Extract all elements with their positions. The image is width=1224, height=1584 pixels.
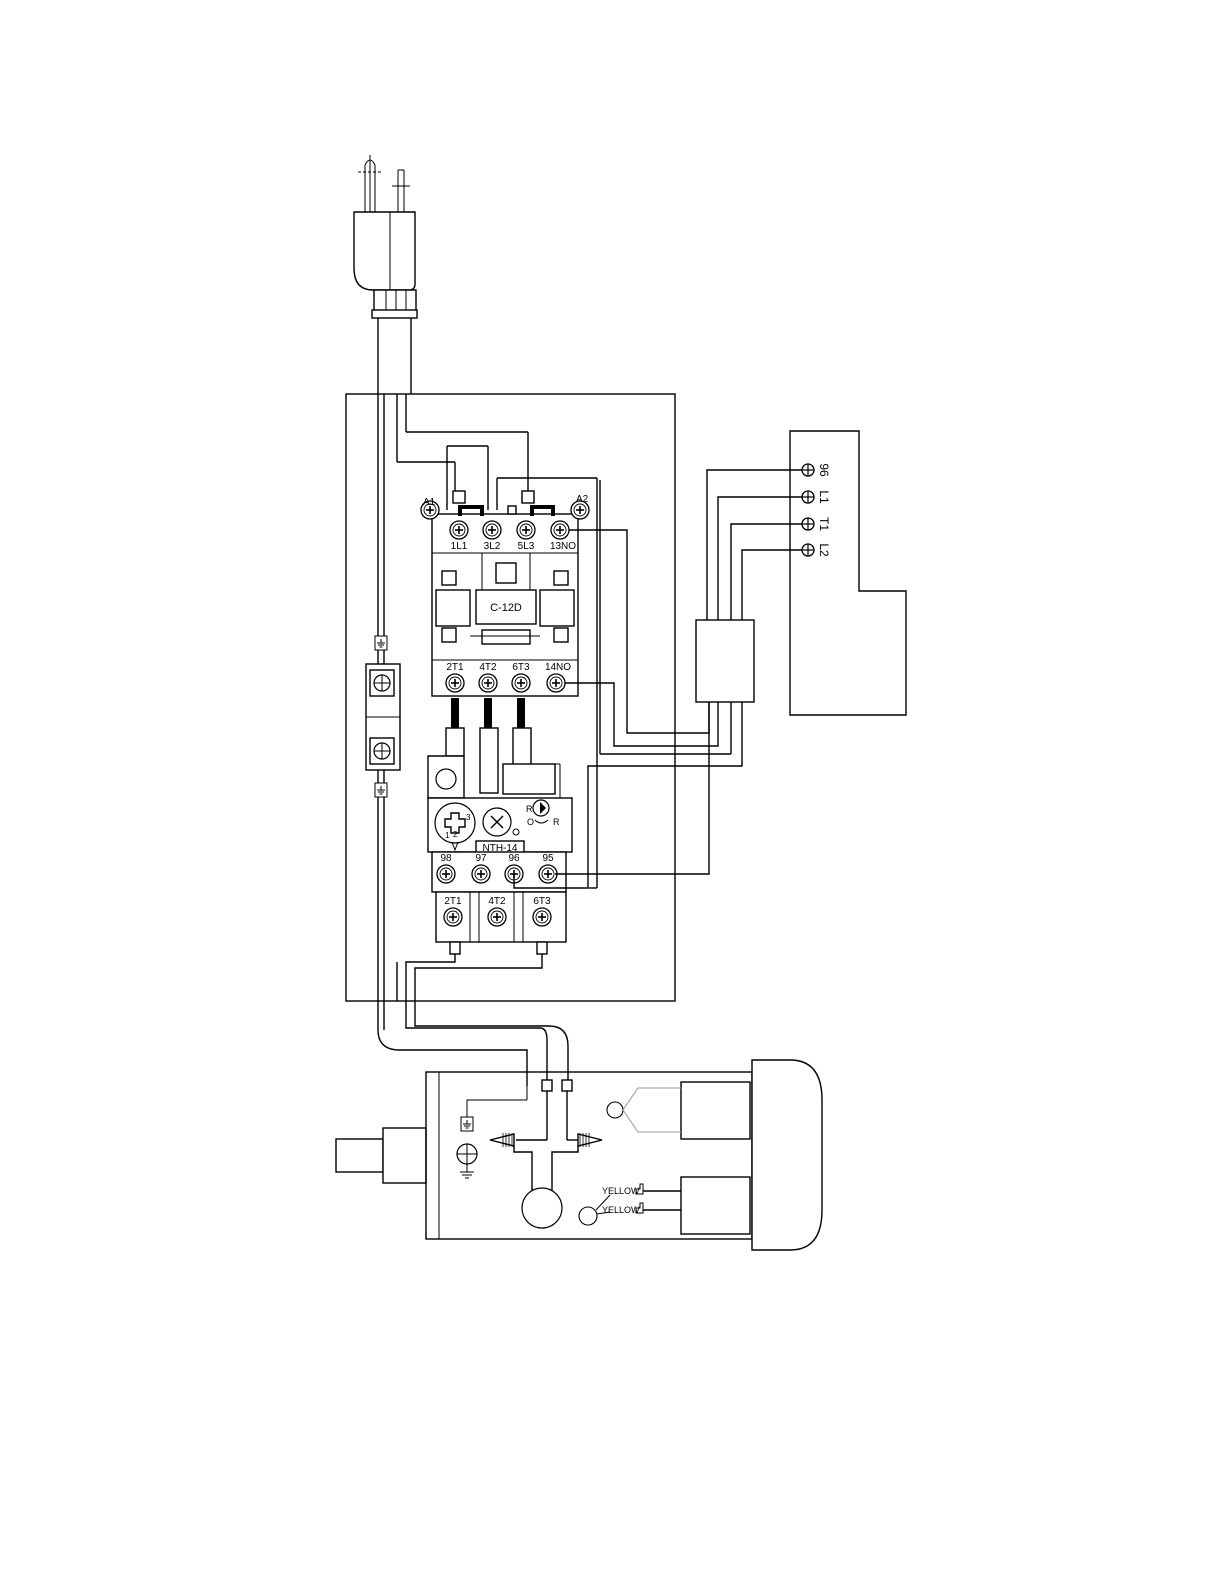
contactor-terminal-2t1: 2T1 xyxy=(446,662,464,673)
switch-terminal-l2: L2 xyxy=(817,543,831,557)
switch-terminal-l1: L1 xyxy=(817,490,831,504)
aux-terminal-95: 95 xyxy=(542,853,554,864)
switch-leads xyxy=(707,470,808,620)
switch-terminal-96: 96 xyxy=(817,463,831,477)
switch-terminal-t1: T1 xyxy=(817,517,831,531)
overload-terminal-2t1: 2T1 xyxy=(444,896,462,907)
coil-terminal-a1: A1 xyxy=(423,497,436,508)
contactor: A1 A2 1L1 3L2 5L3 13NO C-12D 2T1 4T2 6T3… xyxy=(421,491,589,696)
contactor-overload-links xyxy=(451,698,525,728)
aux-terminal-98: 98 xyxy=(440,853,452,864)
motor-leads xyxy=(378,954,568,1086)
coil-terminal-a2: A2 xyxy=(576,494,589,505)
contactor-terminal-4t2: 4T2 xyxy=(479,662,497,673)
junction-box xyxy=(696,620,754,702)
ground-terminal-block xyxy=(366,636,400,797)
lead-label-yellow-2: YELLOW xyxy=(602,1205,640,1215)
aux-terminal-96: 96 xyxy=(508,853,520,864)
dial-value-2: 2 xyxy=(453,830,458,839)
lead-label-yellow-1: YELLOW xyxy=(602,1186,640,1196)
contactor-model: C-12D xyxy=(490,602,522,614)
dial-value-1: 1 xyxy=(445,831,450,840)
overload-terminal-6t3: 6T3 xyxy=(533,896,551,907)
overload-terminal-4t2: 4T2 xyxy=(488,896,506,907)
dial-value-3: 3 xyxy=(466,813,471,822)
contactor-terminal-1l1: 1L1 xyxy=(451,541,468,552)
reset-label-o: O xyxy=(527,817,534,827)
power-plug xyxy=(354,155,417,394)
contactor-terminal-6t3: 6T3 xyxy=(512,662,530,673)
contactor-terminal-13no: 13NO xyxy=(550,541,576,552)
reset-label-r: R xyxy=(553,817,560,827)
overload-relay: 1 2 3 R O R NTH-14 98 97 96 95 2T1 xyxy=(428,728,572,954)
motor: YELLOW YELLOW xyxy=(336,1060,822,1250)
aux-terminal-97: 97 xyxy=(475,853,487,864)
contactor-terminal-3l2: 3L2 xyxy=(484,541,501,552)
switch-box: 96 L1 T1 L2 xyxy=(790,431,906,715)
contactor-terminal-5l3: 5L3 xyxy=(518,541,535,552)
contactor-terminal-14no: 14NO xyxy=(545,662,571,673)
reset-label-r-top: R xyxy=(526,804,533,814)
